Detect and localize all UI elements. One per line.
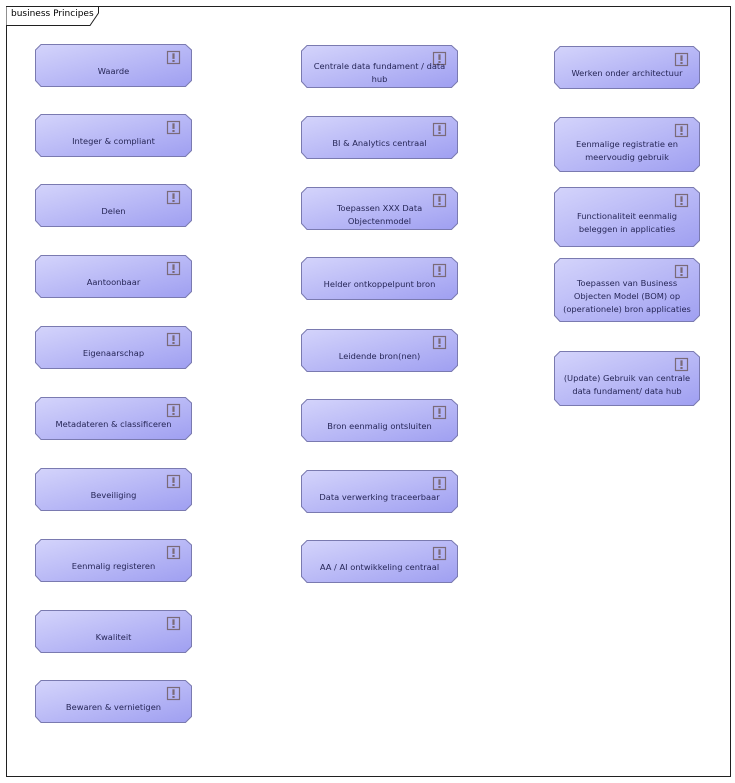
principle-shape [35,184,192,227]
exclamation-box-icon [166,403,181,418]
principle-label: Bron eenmalig ontsluiten [327,421,432,431]
principle-element[interactable]: (Update) Gebruik van centrale data funda… [554,351,700,406]
principle-element[interactable]: Eenmalige registratie en meervoudig gebr… [554,117,700,172]
principle-element[interactable]: Aantoonbaar [35,255,192,298]
principle-element[interactable]: Beveiliging [35,468,192,511]
principle-label: Eenmalig registeren [71,561,156,571]
principle-label: Integer & compliant [72,136,155,146]
principle-label: Eenmalige registratie en meervoudig gebr… [575,138,679,162]
principle-element[interactable]: Leidende bron(nen) [301,329,458,372]
principle-shape [301,45,458,88]
principle-label: Delen [101,206,126,216]
principle-label: Data verwerking traceerbaar [319,492,440,502]
exclamation-box-icon [432,476,447,491]
principle-label: Waarde [97,66,130,76]
exclamation-box-icon [166,474,181,489]
principle-label: Metadateren & classificeren [55,419,172,429]
principle-element[interactable]: Toepassen XXX Data Objectenmodel [301,187,458,230]
frame-title-tab [6,6,99,26]
principle-label: Helder ontkoppelpunt bron [323,279,436,289]
principle-shape [35,680,192,723]
exclamation-box-icon [432,335,447,350]
principle-shape [35,114,192,157]
principle-shape [35,468,192,511]
principle-shape [35,539,192,582]
principle-label: Toepassen van Business Objecten Model (B… [563,277,691,314]
principle-label: Werken onder architectuur [571,68,683,78]
principle-element[interactable]: Kwaliteit [35,610,192,653]
exclamation-box-icon [432,193,447,208]
principle-label: AA / AI ontwikkeling centraal [319,562,440,572]
principle-element[interactable]: Helder ontkoppelpunt bron [301,257,458,300]
principle-element[interactable]: BI & Analytics centraal [301,116,458,159]
principle-shape [301,470,458,513]
principle-label: Aantoonbaar [86,277,141,287]
exclamation-box-icon [166,50,181,65]
principle-shape [35,610,192,653]
principle-element[interactable]: Waarde [35,44,192,87]
exclamation-box-icon [674,123,689,138]
principle-label: Leidende bron(nen) [338,351,421,361]
exclamation-box-icon [674,357,689,372]
principle-element[interactable]: Bewaren & vernietigen [35,680,192,723]
principle-element[interactable]: Eenmalig registeren [35,539,192,582]
principle-shape [301,116,458,159]
principle-element[interactable]: Werken onder architectuur [554,46,700,89]
principle-element[interactable]: AA / AI ontwikkeling centraal [301,540,458,583]
exclamation-box-icon [166,332,181,347]
exclamation-box-icon [166,261,181,276]
principle-label: Centrale data fundament / data hub [313,60,446,84]
exclamation-box-icon [432,122,447,137]
principle-element[interactable]: Data verwerking traceerbaar [301,470,458,513]
principle-label: Beveiliging [90,490,137,500]
principle-label: Bewaren & vernietigen [65,702,162,712]
exclamation-box-icon [674,52,689,67]
diagram-title: business Principes [11,9,94,19]
exclamation-box-icon [432,51,447,66]
exclamation-box-icon [166,190,181,205]
principle-shape [35,255,192,298]
principle-shape [301,329,458,372]
exclamation-box-icon [432,546,447,561]
exclamation-box-icon [432,263,447,278]
principle-element[interactable]: Toepassen van Business Objecten Model (B… [554,258,700,322]
principle-label: Kwaliteit [95,632,132,642]
principle-element[interactable]: Functionaliteit eenmalig beleggen in app… [554,187,700,247]
exclamation-box-icon [674,193,689,208]
principle-shape [35,326,192,369]
exclamation-box-icon [432,405,447,420]
principle-element[interactable]: Centrale data fundament / data hub [301,45,458,88]
principle-shape [554,187,700,247]
principle-element[interactable]: Metadateren & classificeren [35,397,192,440]
principle-element[interactable]: Eigenaarschap [35,326,192,369]
principle-shape [35,397,192,440]
principle-element[interactable]: Integer & compliant [35,114,192,157]
principle-element[interactable]: Delen [35,184,192,227]
principle-shape [301,187,458,230]
principle-shape [554,258,700,322]
principle-element[interactable]: Bron eenmalig ontsluiten [301,399,458,442]
diagram-frame [6,6,731,777]
exclamation-box-icon [166,686,181,701]
principle-shape [554,46,700,89]
principle-label: BI & Analytics centraal [332,138,427,148]
principle-label: Toepassen XXX Data Objectenmodel [336,202,423,226]
exclamation-box-icon [674,264,689,279]
exclamation-box-icon [166,120,181,135]
principle-shape [554,117,700,172]
principle-label: Functionaliteit eenmalig beleggen in app… [576,211,678,234]
exclamation-box-icon [166,545,181,560]
exclamation-box-icon [166,616,181,631]
principle-shape [554,351,700,406]
principle-shape [35,44,192,87]
principle-shape [301,399,458,442]
principle-shape [301,257,458,300]
principle-shape [301,540,458,583]
principle-label: Eigenaarschap [82,348,145,358]
principle-label: (Update) Gebruik van centrale data funda… [563,372,691,396]
